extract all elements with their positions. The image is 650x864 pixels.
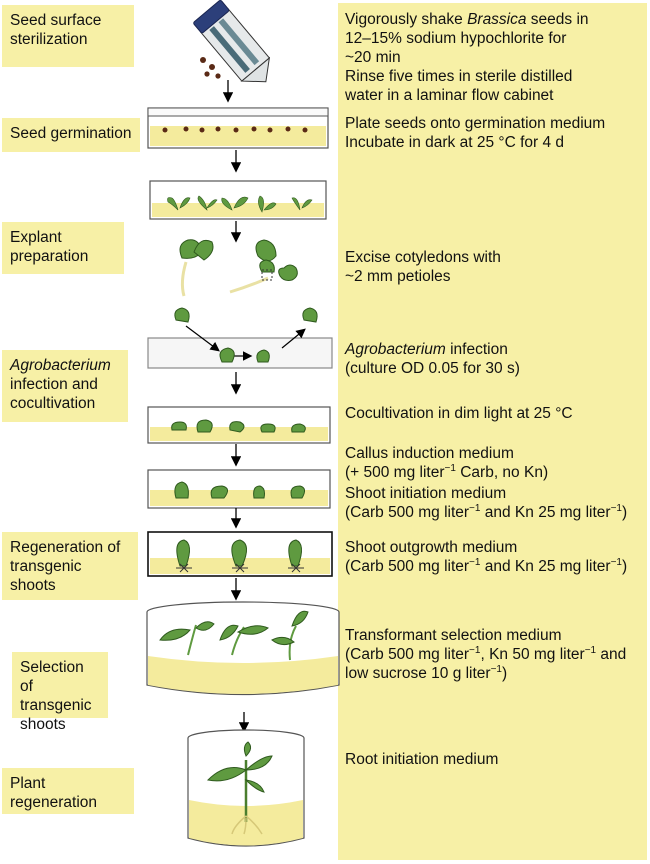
step-sterilization: Vigorously shake Brassica seeds in 12–15… [345, 11, 589, 104]
selection-jar [146, 601, 340, 696]
step-selection-medium: Transformant selection medium (Carb 500 … [345, 627, 627, 682]
petri-dish-cocultivation [147, 406, 331, 444]
seed-tube [193, 0, 271, 83]
step-cocultivation: Cocultivation in dim light at 25 °C [345, 405, 573, 422]
step-shoot-outgrowth: Shoot outgrowth medium (Carb 500 mg lite… [345, 539, 628, 575]
petri-dish-callus [147, 469, 331, 509]
petri-dish-seedlings [149, 180, 327, 220]
stage-label-regeneration: Regeneration of transgenic shoots [2, 532, 138, 600]
step-root-initiation: Root initiation medium [345, 751, 499, 768]
petri-dish-infection [147, 307, 333, 369]
stage-label-agrobacterium-infection: Agrobacterium infection and cocultivatio… [2, 350, 128, 422]
petri-dish-germination [147, 107, 329, 149]
explant-seedlings [179, 239, 298, 297]
stage-label-seed-germination: Seed germination [2, 118, 140, 152]
step-excise: Excise cotyledons with ~2 mm petioles [345, 249, 501, 285]
rooting-jar [187, 729, 305, 847]
petri-dish-regeneration [147, 531, 333, 577]
stage-label-plant-regeneration: Plant regeneration [2, 768, 134, 814]
instructions-panel [338, 3, 647, 860]
step-shoot-initiation: Shoot initiation medium (Carb 500 mg lit… [345, 485, 628, 521]
stage-label-seed-sterilization: Seed surface sterilization [2, 5, 134, 67]
step-germination: Plate seeds onto germination medium Incu… [345, 115, 606, 151]
stage-label-explant-preparation: Explant preparation [2, 222, 124, 274]
stage-label-selection: Selection of transgenic shoots [12, 652, 108, 733]
step-infection: Agrobacterium infection (culture OD 0.05… [345, 341, 520, 377]
step-callus-induction: Callus induction medium (+ 500 mg liter−… [345, 445, 549, 481]
